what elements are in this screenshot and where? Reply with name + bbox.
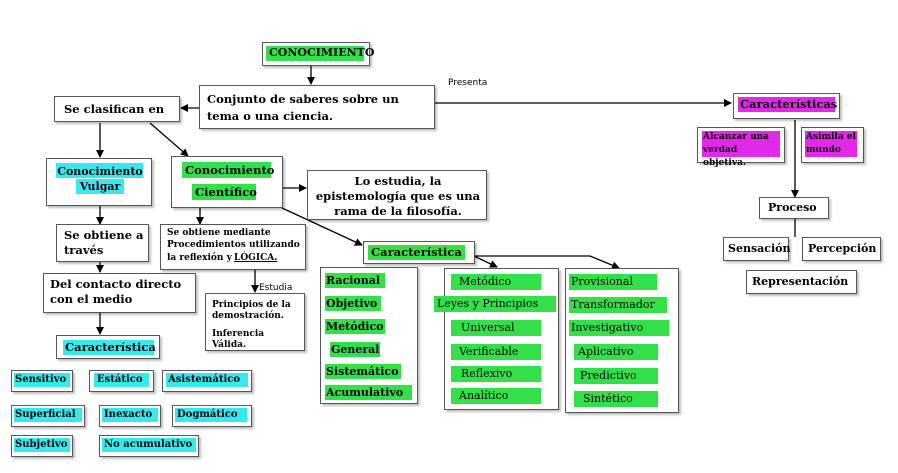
col3-group bbox=[565, 268, 679, 413]
col3-item: Aplicativo bbox=[578, 345, 634, 358]
principios-text: Principios de la demostración. bbox=[212, 300, 291, 321]
mediante-line-2: Procedimientos utilizando bbox=[167, 240, 300, 250]
root-title: CONOCIMIENTO bbox=[269, 46, 375, 59]
cientifico-title-1: Conocimiento bbox=[185, 163, 275, 177]
verdad-text: Alcanzar una verdad objetiva. bbox=[703, 132, 769, 168]
trait-dogmatico: Dogmático bbox=[177, 409, 238, 420]
col1-item: Objetivo bbox=[326, 297, 378, 310]
epistemologia-text: Lo estudia, la epistemología que es una … bbox=[315, 174, 481, 218]
trait-inexacto: Inexacto bbox=[104, 409, 153, 420]
mediante-line-3: la reflexión y bbox=[167, 253, 232, 263]
col2-item: Verificable bbox=[459, 345, 519, 358]
proceso-box bbox=[759, 197, 829, 219]
estudia-label: Estudia bbox=[259, 283, 293, 293]
inferencia-text: Inferencia Válida. bbox=[212, 329, 265, 350]
col1-item: Sistemático bbox=[326, 365, 399, 378]
sensacion-box bbox=[723, 237, 789, 261]
col2-item: Metódico bbox=[459, 275, 512, 288]
clasifican-text: Se clasifican en bbox=[64, 102, 165, 116]
trait-asistematico: Asistemático bbox=[168, 374, 241, 385]
col1-item: General bbox=[331, 343, 380, 356]
col2-item: Reflexivo bbox=[461, 367, 513, 380]
vulgar-title: Conocimiento Vulgar bbox=[57, 165, 143, 193]
trait-sensitivo: Sensitivo bbox=[15, 374, 67, 385]
trait-estatico: Estático bbox=[97, 374, 143, 385]
percepcion-text: Percepción bbox=[808, 242, 877, 255]
col1-item: Acumulativo bbox=[326, 386, 404, 399]
col3-item: Investigativo bbox=[571, 321, 644, 334]
cientifico-title-2: Científico bbox=[195, 185, 257, 199]
representacion-box bbox=[746, 270, 857, 294]
mediante-box bbox=[160, 224, 306, 270]
mediante-line-1: Se obtiene mediante bbox=[167, 228, 271, 238]
presenta-label: Presenta bbox=[448, 78, 488, 88]
col3-item: Provisional bbox=[571, 275, 633, 288]
trait-no-acumulativo: No acumulativo bbox=[104, 439, 193, 450]
obtiene-box bbox=[56, 224, 149, 262]
trait-superficial: Superficial bbox=[15, 409, 76, 420]
obtiene-text: Se obtiene a través bbox=[64, 228, 144, 257]
col1-item: Racional bbox=[326, 274, 381, 287]
representacion-text: Representación bbox=[752, 275, 849, 288]
col3-item: Predictivo bbox=[580, 369, 637, 382]
vulgar-caracteristica-title: Característica bbox=[65, 340, 156, 354]
caracteristicas-title: Características bbox=[740, 97, 838, 111]
col2-item: Leyes y Principios bbox=[437, 297, 539, 310]
trait-subjetivo: Subjetivo bbox=[15, 439, 68, 450]
definition-text: Conjunto de saberes sobre un tema o una … bbox=[207, 92, 399, 123]
col3-item: Sintético bbox=[583, 392, 633, 405]
clasifican-box bbox=[54, 96, 180, 122]
cientifico-caracteristica-title: Característica bbox=[371, 245, 462, 259]
sensacion-text: Sensación bbox=[728, 242, 791, 255]
col1-item: Metódico bbox=[326, 320, 384, 333]
asimila-text: Asimila el mundo bbox=[806, 132, 856, 155]
col1-group bbox=[320, 267, 418, 404]
col2-item: Universal bbox=[461, 321, 515, 334]
col2-group bbox=[444, 268, 559, 410]
percepcion-box bbox=[802, 237, 881, 261]
contacto-box bbox=[43, 273, 196, 313]
col2-item: Analítico bbox=[459, 389, 509, 402]
definition-box bbox=[199, 85, 435, 129]
epistemologia-box bbox=[307, 170, 487, 220]
col3-item: Transformador bbox=[571, 298, 655, 311]
mediante-logica: LÓGICA. bbox=[234, 253, 278, 263]
principios-box bbox=[205, 293, 305, 351]
proceso-text: Proceso bbox=[768, 201, 817, 214]
contacto-text: Del contacto directo con el medio bbox=[50, 277, 182, 306]
